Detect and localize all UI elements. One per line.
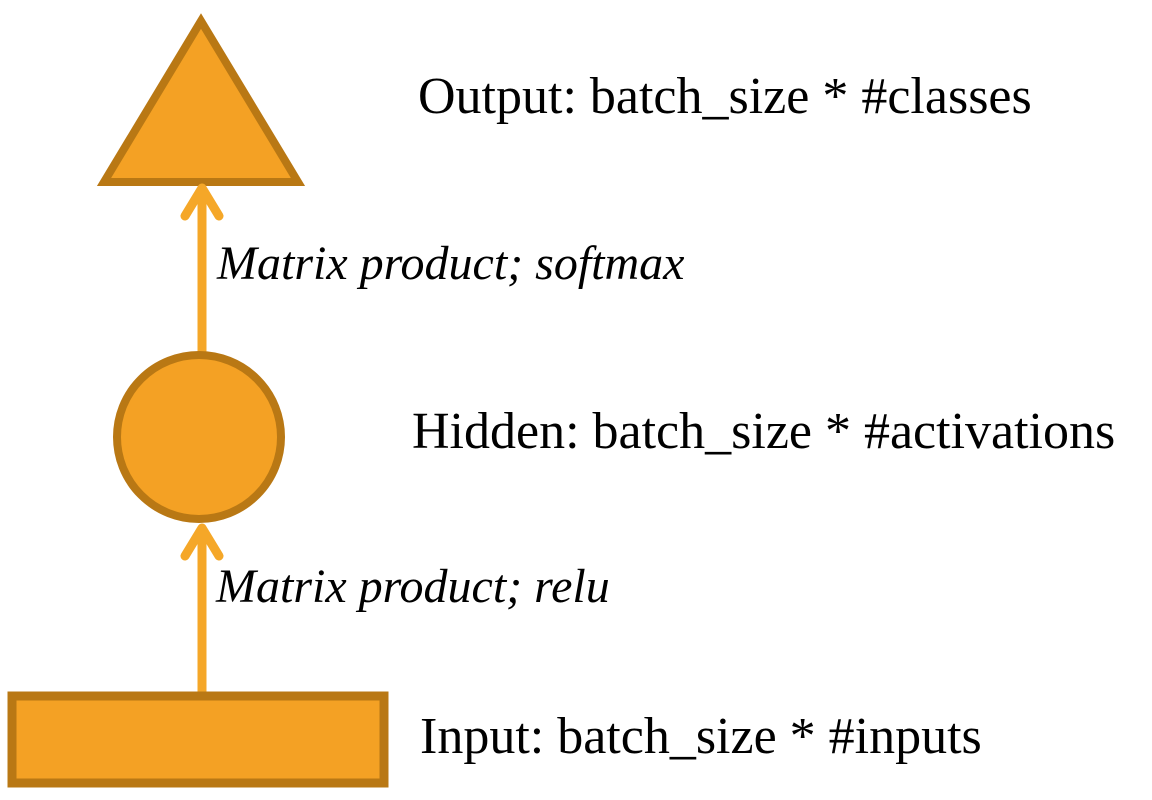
relu-arrowhead-icon	[180, 523, 224, 561]
input-layer-label: Input: batch_size * #inputs	[420, 708, 982, 765]
relu-arrow	[180, 523, 224, 697]
hidden-layer-label: Hidden: batch_size * #activations	[412, 403, 1116, 460]
softmax-arrow	[180, 183, 224, 356]
output-layer-label: Output: batch_size * #classes	[418, 68, 1032, 125]
softmax-arrowhead-icon	[180, 183, 224, 221]
relu-arrow-label: Matrix product; relu	[216, 560, 610, 613]
softmax-arrow-label: Matrix product; softmax	[217, 237, 685, 290]
hidden-circle-shape	[113, 351, 285, 523]
output-triangle-shape	[96, 13, 306, 186]
input-rectangle-shape	[7, 691, 389, 788]
